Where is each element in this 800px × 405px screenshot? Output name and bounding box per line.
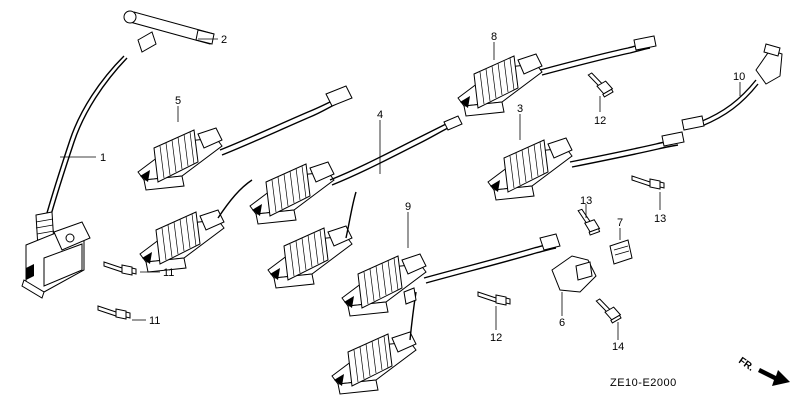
- callout-14: 14: [612, 341, 624, 353]
- callout-3: 3: [517, 103, 523, 115]
- callout-13-right: 13: [654, 213, 666, 225]
- callout-12-upper: 12: [594, 115, 606, 127]
- diagram-code: ZE10-E2000: [610, 377, 677, 389]
- callout-7: 7: [617, 217, 623, 229]
- lead-wire-10: [681, 43, 783, 131]
- callout-12-lower: 12: [490, 332, 502, 344]
- bolt-12-upper: [587, 67, 615, 99]
- bolt-11-lower: [97, 305, 131, 320]
- bolt-11-upper: [103, 261, 137, 276]
- callout-11-lower: 11: [149, 315, 160, 327]
- callout-2: 2: [221, 34, 227, 46]
- charge-coil-4: [249, 115, 463, 289]
- bolt-13-lower: [577, 205, 602, 237]
- callout-5: 5: [175, 95, 181, 107]
- charge-coil-8: [457, 35, 657, 117]
- bolt-14: [595, 293, 623, 325]
- callout-4: 4: [377, 109, 383, 121]
- clip-7: [609, 239, 633, 265]
- callout-10: 10: [733, 71, 745, 83]
- callout-1: 1: [100, 152, 106, 164]
- callout-labels: 1 2 3 4 5 6 7 8 9 10 11 11 12 12 13 13 1…: [100, 31, 745, 353]
- callout-6: 6: [559, 317, 565, 329]
- callout-9: 9: [405, 201, 411, 213]
- charge-coil-3: [487, 131, 685, 201]
- callout-8: 8: [491, 31, 497, 43]
- ignition-coil-assembly: [21, 10, 215, 299]
- direction-label: FR.: [736, 355, 756, 373]
- charge-coil-5: [137, 85, 353, 273]
- leader-lines: [60, 38, 741, 340]
- bolt-13-upper: [631, 175, 665, 190]
- callout-11-upper: 11: [163, 267, 174, 279]
- bolt-12-lower: [477, 291, 511, 306]
- charge-coil-9: [331, 233, 561, 395]
- callout-13-left: 13: [580, 195, 592, 207]
- front-arrow-icon: [758, 368, 790, 386]
- bracket-6: [551, 255, 597, 293]
- front-direction-indicator: FR.: [736, 355, 790, 386]
